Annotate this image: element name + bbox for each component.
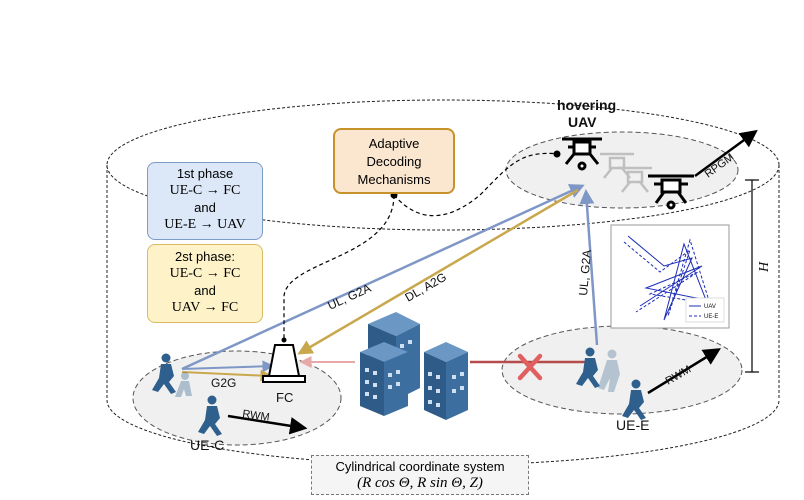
building-icon [360, 312, 468, 420]
adaptive-line3: Mechanisms [357, 172, 431, 187]
rwm-left-label: RWM [242, 408, 271, 424]
uav-hovering-icon [562, 137, 602, 171]
ul-g2a-left-label: UL, G2A [325, 281, 373, 313]
phase2-box: 2st phase: UE-C → FC and UAV → FC [147, 244, 263, 323]
height-label: H [757, 261, 772, 273]
phase1-box: 1st phase UE-C → FC and UE-E → UAV [147, 162, 263, 240]
fc-anchor-dot [281, 337, 287, 343]
ul-g2a-right-label: UL, G2A [576, 249, 594, 296]
fc-label: FC [276, 390, 293, 405]
adaptive-to-uav-curve [393, 152, 561, 217]
rwm-right-arrow [647, 348, 721, 395]
phase2-line2: UAV → FC [171, 300, 239, 315]
phase1-line2: UE-E → UAV [164, 217, 246, 232]
g2g-gold-link [181, 369, 273, 382]
ue-c-users-icon [152, 353, 222, 436]
ul-g2a-left-link [181, 184, 585, 371]
height-indicator: H [745, 179, 772, 373]
adaptive-line2: Decoding [366, 154, 422, 169]
uav-title-line2: UAV [568, 114, 597, 130]
inset-trajectory-uav [627, 235, 707, 321]
phase2-line1: UE-C → FC [169, 266, 241, 281]
fc-base-station-icon [262, 344, 306, 383]
adaptive-decoding-box: Adaptive Decoding Mechanisms [333, 128, 455, 194]
uav-trail-icon [600, 152, 652, 193]
phase2-title: 2st phase: [175, 249, 235, 264]
phase1-line1: UE-C → FC [169, 183, 241, 198]
phase2-and: and [194, 283, 216, 298]
blocked-cross-icon [517, 353, 543, 381]
inset-trajectory-ue-e [623, 238, 711, 317]
ue-e-users-icon [576, 347, 646, 420]
g2g-blue-link [181, 360, 275, 373]
phase1-title: 1st phase [176, 166, 234, 181]
ue-c-label: UE-C [190, 437, 224, 453]
adaptive-to-fc-curve [283, 194, 395, 340]
g2g-label: G2G [211, 376, 236, 390]
dl-a2g-link [297, 188, 579, 355]
ue-e-region [501, 325, 743, 415]
dl-a2g-label: DL, A2G [403, 270, 449, 305]
uav-anchor-dot [553, 150, 561, 158]
inset-legend-ue-e: UE-E [704, 314, 718, 320]
coord-title: Cylindrical coordinate system [335, 459, 505, 474]
phase1-and: and [194, 200, 216, 215]
ul-g2a-right-link [579, 189, 599, 346]
uav-title-line1: hovering [557, 97, 616, 113]
ue-e-label: UE-E [616, 417, 649, 433]
coord-formula: (R cos Θ, R sin Θ, Z) [357, 475, 483, 491]
coordinate-system-box: Cylindrical coordinate system (R cos Θ, … [311, 455, 529, 495]
rwm-left-arrow [227, 414, 308, 435]
uav-current-icon [648, 174, 694, 210]
adaptive-line1: Adaptive [368, 136, 420, 151]
rpgm-arrow [694, 129, 758, 178]
trajectory-inset: UAV UE-E [610, 224, 730, 329]
inset-legend-uav: UAV [704, 304, 716, 310]
